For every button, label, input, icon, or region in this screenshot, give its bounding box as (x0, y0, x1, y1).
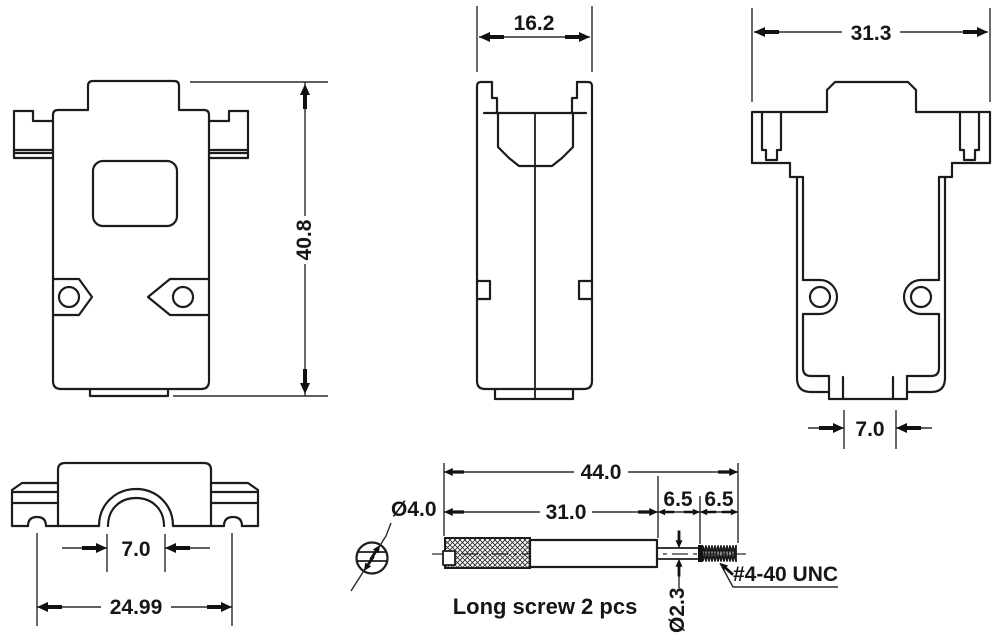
dim-screw-overall-label: 44.0 (581, 461, 622, 484)
side-view: 16.2 (475, 6, 594, 401)
dim-screw-shaft-dia-label: Ø2.3 (666, 587, 689, 633)
clamp-right-wing (209, 481, 260, 528)
side-latch-slots (475, 279, 594, 301)
arrowhead (638, 508, 658, 516)
dim-side-width: 16.2 (476, 6, 593, 72)
arrowhead (896, 423, 921, 433)
dim-clamp-slot-label: 7.0 (121, 538, 150, 561)
dim-back-width-lines (751, 8, 991, 102)
dim-clamp-spacing: 24.99 (36, 533, 233, 626)
arrowhead (819, 423, 844, 433)
front-outline (51, 79, 211, 391)
screw-head-slot-notch (442, 550, 456, 566)
screw-thread-callout: #4-40 UNC (717, 560, 838, 588)
back-right-inner-wall (905, 175, 941, 378)
back-left-screw-hole (808, 285, 832, 309)
arrowhead (207, 602, 232, 612)
back-bottom-tab (827, 374, 909, 401)
arrowhead (300, 84, 310, 109)
arrowhead (565, 32, 590, 42)
screw-thread-spec-label: #4-40 UNC (733, 563, 838, 586)
screw-head-dia-leader (350, 522, 392, 592)
dim-clamp-slot: 7.0 (62, 534, 210, 572)
arrowhead (444, 468, 464, 476)
front-right-screw-hole (171, 285, 195, 309)
back-left-inner-wall (801, 175, 831, 378)
back-left-wing-slot (760, 110, 783, 162)
back-view: 31.3 7.0 (750, 8, 992, 449)
arrowhead (82, 543, 107, 553)
dim-clamp-spacing-label: 24.99 (110, 596, 163, 619)
front-connector-opening (91, 159, 179, 228)
arrowhead (675, 530, 683, 548)
front-left-wing (12, 109, 55, 160)
dim-front-height: 40.8 (173, 81, 328, 397)
screw-view: Ø4.0 44.0 31.0 6.5 6.5 (350, 461, 838, 633)
back-left-outer-wall (795, 175, 831, 394)
back-left-screw-pocket (801, 278, 839, 316)
screw-caption: Long screw 2 pcs (453, 594, 638, 619)
side-bottom-tab (493, 387, 575, 401)
dim-screw-body: 31.0 (444, 476, 738, 544)
dim-screw-shaft-dia: Ø2.3 (666, 530, 689, 633)
dim-screw-head-dia-label: Ø4.0 (391, 498, 437, 521)
back-right-screw-hole (909, 285, 933, 309)
front-left-screw-hole (57, 285, 81, 309)
screw-thread-zigzag (702, 545, 737, 562)
dim-back-tab-label: 7.0 (855, 418, 884, 441)
front-left-screw-boss (51, 277, 94, 317)
arrowhead (718, 468, 738, 476)
dim-screw-overall: 44.0 (443, 461, 739, 543)
front-view: 40.8 (12, 79, 328, 398)
clamp-left-wing (10, 481, 60, 528)
dim-front-height-lines (173, 81, 328, 397)
clamp-screw-notches (26, 515, 244, 528)
arrowhead (754, 27, 779, 37)
screw-head-end-view (355, 541, 389, 575)
dim-front-height-label: 40.8 (293, 219, 316, 260)
clamp-block-outline (56, 461, 213, 528)
dim-screw-seg-a-label: 6.5 (663, 488, 693, 511)
arrowhead (300, 369, 310, 394)
front-right-wing (207, 109, 250, 160)
arrowhead (444, 508, 464, 516)
front-bottom-tab (88, 387, 170, 398)
arrowhead (165, 543, 190, 553)
back-right-wing-slot (958, 110, 981, 162)
dim-clamp-spacing-lines (36, 533, 233, 626)
back-right-screw-pocket (902, 278, 941, 316)
clamp-view: 7.0 24.99 (10, 461, 260, 626)
dim-screw-segments: 6.5 6.5 (658, 488, 738, 516)
dim-side-width-label: 16.2 (514, 12, 555, 35)
dim-back-width: 31.3 (751, 8, 991, 102)
dim-screw-body-lines (444, 476, 738, 544)
arrowhead (963, 27, 988, 37)
dim-screw-overall-lines (443, 463, 739, 543)
back-right-step (937, 161, 954, 179)
screw-barrel (528, 538, 659, 569)
dim-back-tab-lines (808, 410, 932, 449)
dim-back-width-label: 31.3 (851, 22, 892, 45)
dim-back-tab: 7.0 (808, 410, 932, 449)
dim-screw-body-label: 31.0 (546, 501, 587, 524)
arrowhead (675, 559, 683, 577)
back-right-outer-wall (905, 175, 947, 394)
screw-knurled-head (444, 537, 531, 569)
dim-clamp-slot-lines (62, 534, 210, 572)
back-left-step (788, 161, 805, 179)
dim-screw-seg-b-label: 6.5 (704, 488, 734, 511)
screw-thread-leader (719, 562, 838, 588)
front-right-screw-boss (146, 277, 211, 317)
screw-thread-shoulder (698, 545, 703, 562)
side-top-notches (490, 80, 579, 115)
screw-shaft (657, 547, 698, 560)
arrowhead (479, 32, 504, 42)
arrowhead (37, 602, 62, 612)
clamp-cable-arch (97, 487, 175, 528)
back-shell-outline (750, 80, 992, 165)
